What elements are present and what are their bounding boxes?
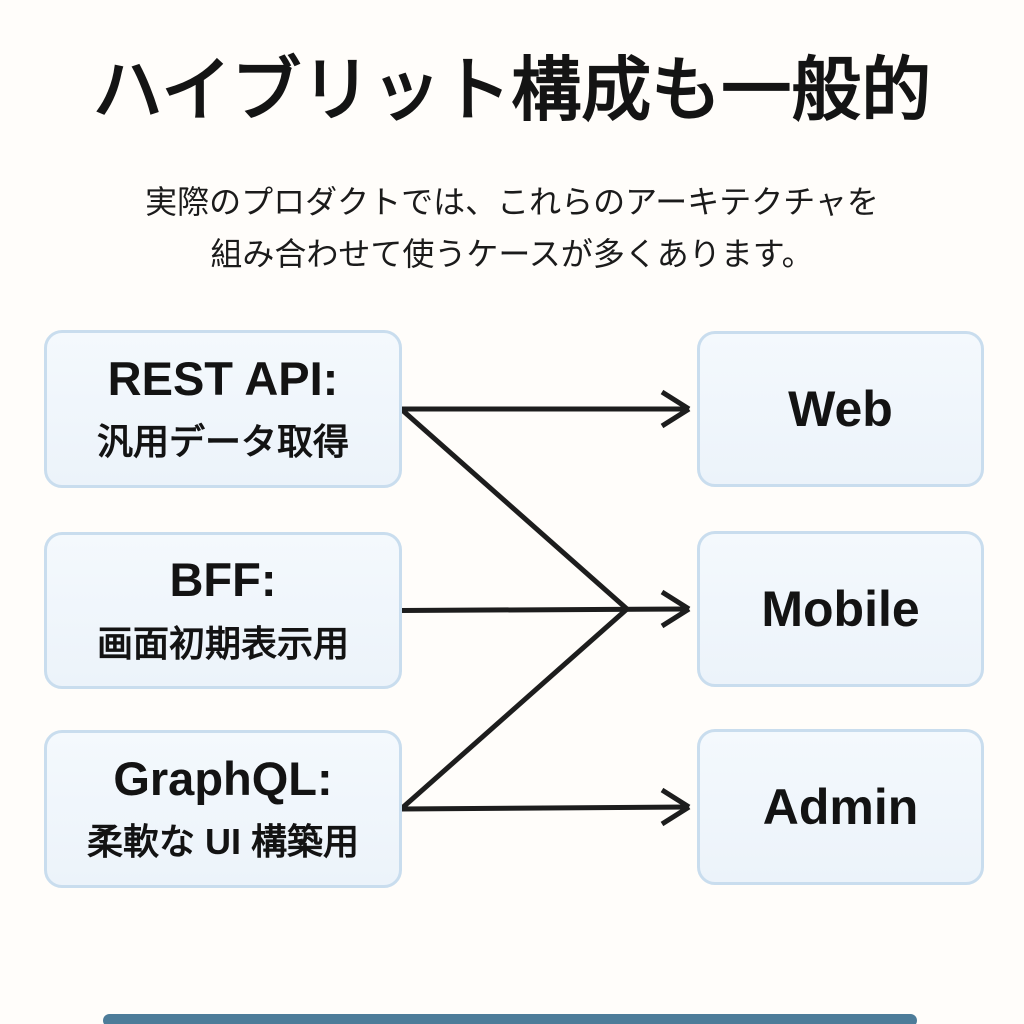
- node-rest-api-subtitle: 汎用データ取得: [96, 421, 349, 463]
- bottom-accent-bar: [103, 1014, 917, 1024]
- node-web: Web: [697, 331, 984, 487]
- node-graphql-title: GraphQL:: [113, 751, 333, 805]
- node-bff: BFF: 画面初期表示用: [44, 532, 402, 689]
- node-rest-api-title: REST API:: [107, 351, 339, 405]
- node-admin: Admin: [697, 729, 984, 885]
- node-graphql-subtitle: 柔軟な UI 構築用: [86, 821, 359, 863]
- subtitle-line-1: 実際のプロダクトでは、これらのアーキテクチャを: [145, 184, 879, 220]
- page-title: ハイブリット構成も一般的: [92, 51, 932, 129]
- node-graphql: GraphQL: 柔軟な UI 構築用: [44, 730, 402, 888]
- subtitle-line-2: 組み合わせて使うケースが多くあります。: [210, 236, 814, 272]
- node-mobile-label: Mobile: [761, 581, 920, 637]
- node-bff-subtitle: 画面初期表示用: [96, 622, 349, 664]
- node-bff-title: BFF:: [169, 553, 277, 607]
- node-web-label: Web: [788, 381, 893, 437]
- subtitle: 実際のプロダクトでは、これらのアーキテクチャを 組み合わせて使うケースが多くあり…: [0, 176, 1024, 280]
- node-mobile: Mobile: [697, 531, 984, 687]
- node-rest-api: REST API: 汎用データ取得: [44, 330, 402, 488]
- node-admin-label: Admin: [762, 779, 919, 835]
